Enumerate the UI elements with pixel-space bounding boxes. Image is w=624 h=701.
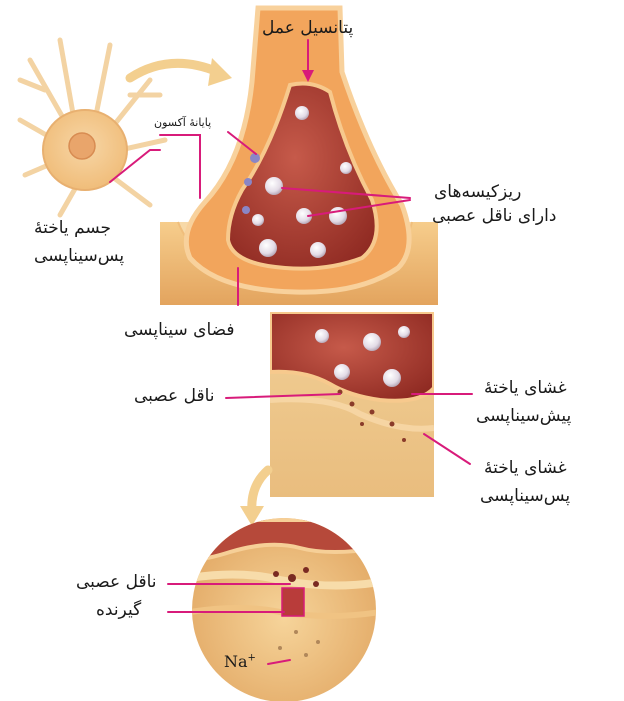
label-postsyn-membrane-line1: غشای یاختۀ	[484, 458, 567, 479]
ion-symbol: Na	[224, 652, 248, 671]
ion-charge: +	[248, 653, 256, 664]
label-presyn-membrane-line1: غشای یاختۀ	[484, 378, 567, 399]
label-neurotransmitter: ناقل عصبی	[134, 386, 215, 407]
signal-arrow-top	[130, 63, 218, 78]
label-presyn-membrane-line2: پیش‌سیناپسی	[476, 406, 571, 427]
zoom-arrow	[252, 470, 268, 512]
label-postsyn-membrane-line2: پس‌سیناپسی	[480, 486, 570, 507]
label-sodium-ion: Na+	[224, 652, 256, 672]
label-vesicles-line1: ریزکیسه‌های	[434, 182, 521, 203]
label-postsynaptic-body-line2: پس‌سیناپسی	[34, 246, 124, 267]
label-postsynaptic-body-line1: جسم یاختۀ	[34, 218, 111, 239]
cleft-magnified-panel	[270, 312, 434, 497]
label-vesicles-line2: دارای ناقل عصبی	[432, 206, 556, 227]
label-receptor: گیرنده	[96, 600, 141, 621]
axon-terminal	[186, 8, 409, 292]
label-zoom-neurotransmitter: ناقل عصبی	[76, 572, 157, 593]
label-synaptic-cleft: فضای سیناپسی	[124, 320, 235, 341]
signal-arrowhead-top	[208, 58, 232, 86]
label-axon-terminal: پایانۀ آکسون	[154, 116, 211, 130]
label-action-potential: پتانسیل عمل	[262, 18, 353, 39]
receptor-zoom-circle	[190, 518, 380, 701]
leader-axon-terminal	[160, 135, 200, 198]
